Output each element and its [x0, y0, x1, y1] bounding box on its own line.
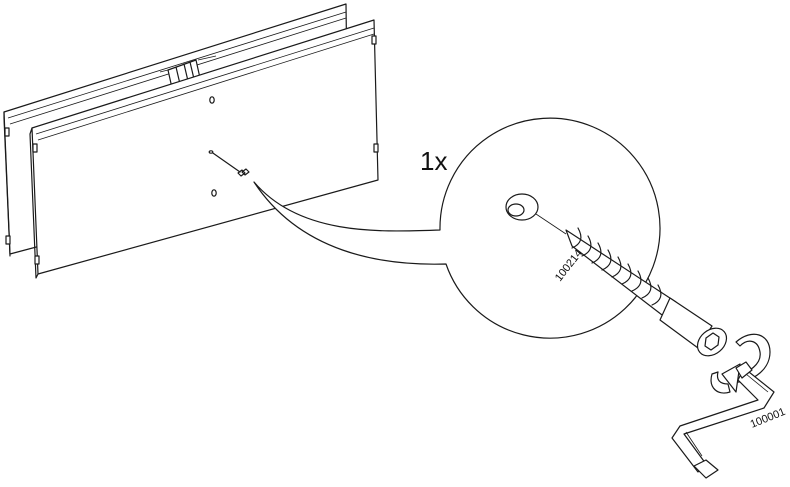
rotate-clockwise-arrow-icon	[710, 333, 771, 394]
screw-detail	[505, 193, 567, 235]
detail-callout: 1x	[253, 117, 661, 339]
quantity-label: 1x	[420, 146, 447, 176]
front-panel	[29, 19, 379, 279]
